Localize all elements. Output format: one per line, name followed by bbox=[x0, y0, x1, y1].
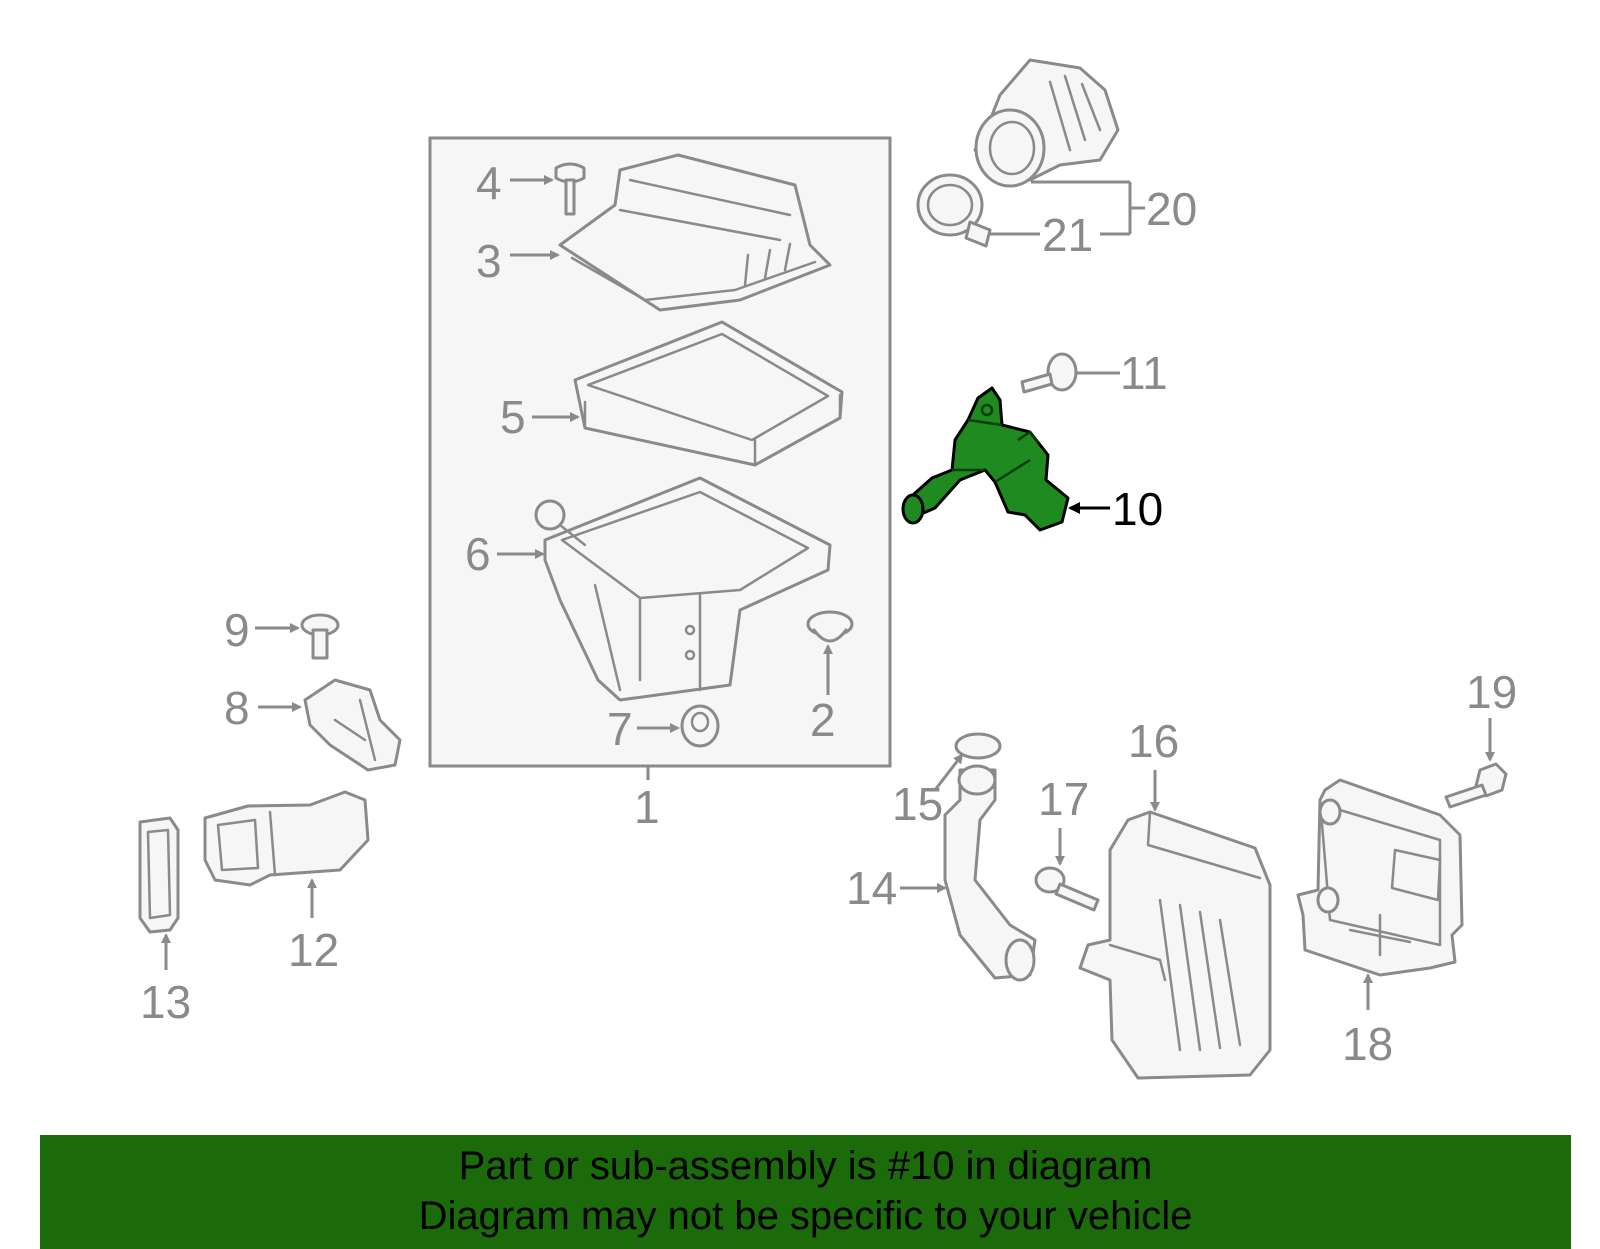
part-14-hose[interactable] bbox=[943, 764, 1037, 982]
callout-1: 1 bbox=[634, 781, 660, 833]
part-10-highlighted[interactable] bbox=[901, 386, 1070, 532]
part-15-o-ring[interactable] bbox=[954, 732, 1002, 760]
callout-12: 12 bbox=[288, 924, 339, 976]
callout-17: 17 bbox=[1038, 773, 1089, 825]
part-4-bolt[interactable] bbox=[554, 162, 586, 216]
part-5-air-filter[interactable] bbox=[573, 320, 844, 467]
callout-8: 8 bbox=[224, 682, 250, 734]
callout-4: 4 bbox=[476, 157, 502, 209]
info-banner: Part or sub-assembly is #10 in diagram D… bbox=[40, 1135, 1571, 1249]
callout-2: 2 bbox=[810, 694, 836, 746]
callout-15: 15 bbox=[892, 778, 943, 830]
part-19-bolt[interactable] bbox=[1444, 762, 1508, 809]
callout-18: 18 bbox=[1342, 1018, 1393, 1070]
callout-13: 13 bbox=[140, 976, 191, 1028]
callout-3: 3 bbox=[476, 235, 502, 287]
part-21-clamp[interactable] bbox=[916, 173, 992, 248]
part-3-air-cleaner-cover[interactable] bbox=[558, 153, 832, 312]
callout-9: 9 bbox=[224, 604, 250, 656]
part-18-cover[interactable] bbox=[1296, 778, 1464, 977]
callout-7: 7 bbox=[607, 703, 633, 755]
callout-21: 21 bbox=[1042, 209, 1093, 261]
callout-20: 20 bbox=[1146, 183, 1197, 235]
part-12-duct[interactable] bbox=[203, 790, 370, 887]
part-6-air-cleaner-housing[interactable] bbox=[534, 476, 832, 702]
part-16-module[interactable] bbox=[1078, 810, 1272, 1080]
banner-line-1: Part or sub-assembly is #10 in diagram bbox=[458, 1144, 1153, 1188]
callout-14: 14 bbox=[846, 862, 897, 914]
callout-19: 19 bbox=[1466, 666, 1517, 718]
callout-10: 10 bbox=[1112, 483, 1163, 535]
part-17-bolt[interactable] bbox=[1034, 866, 1100, 912]
callout-16: 16 bbox=[1128, 715, 1179, 767]
part-9-bolt[interactable] bbox=[300, 613, 340, 660]
part-7-insulator[interactable] bbox=[680, 704, 720, 748]
part-11-bolt[interactable] bbox=[1020, 352, 1078, 394]
callout-5: 5 bbox=[500, 391, 526, 443]
callout-6: 6 bbox=[465, 528, 491, 580]
part-8-bracket[interactable] bbox=[303, 678, 402, 772]
callout-11: 11 bbox=[1120, 347, 1168, 399]
banner-line-2: Diagram may not be specific to your vehi… bbox=[418, 1194, 1193, 1238]
part-13-gasket[interactable] bbox=[138, 816, 180, 934]
part-2-grommet[interactable] bbox=[806, 610, 854, 643]
part-20-intake-duct[interactable] bbox=[973, 58, 1120, 188]
